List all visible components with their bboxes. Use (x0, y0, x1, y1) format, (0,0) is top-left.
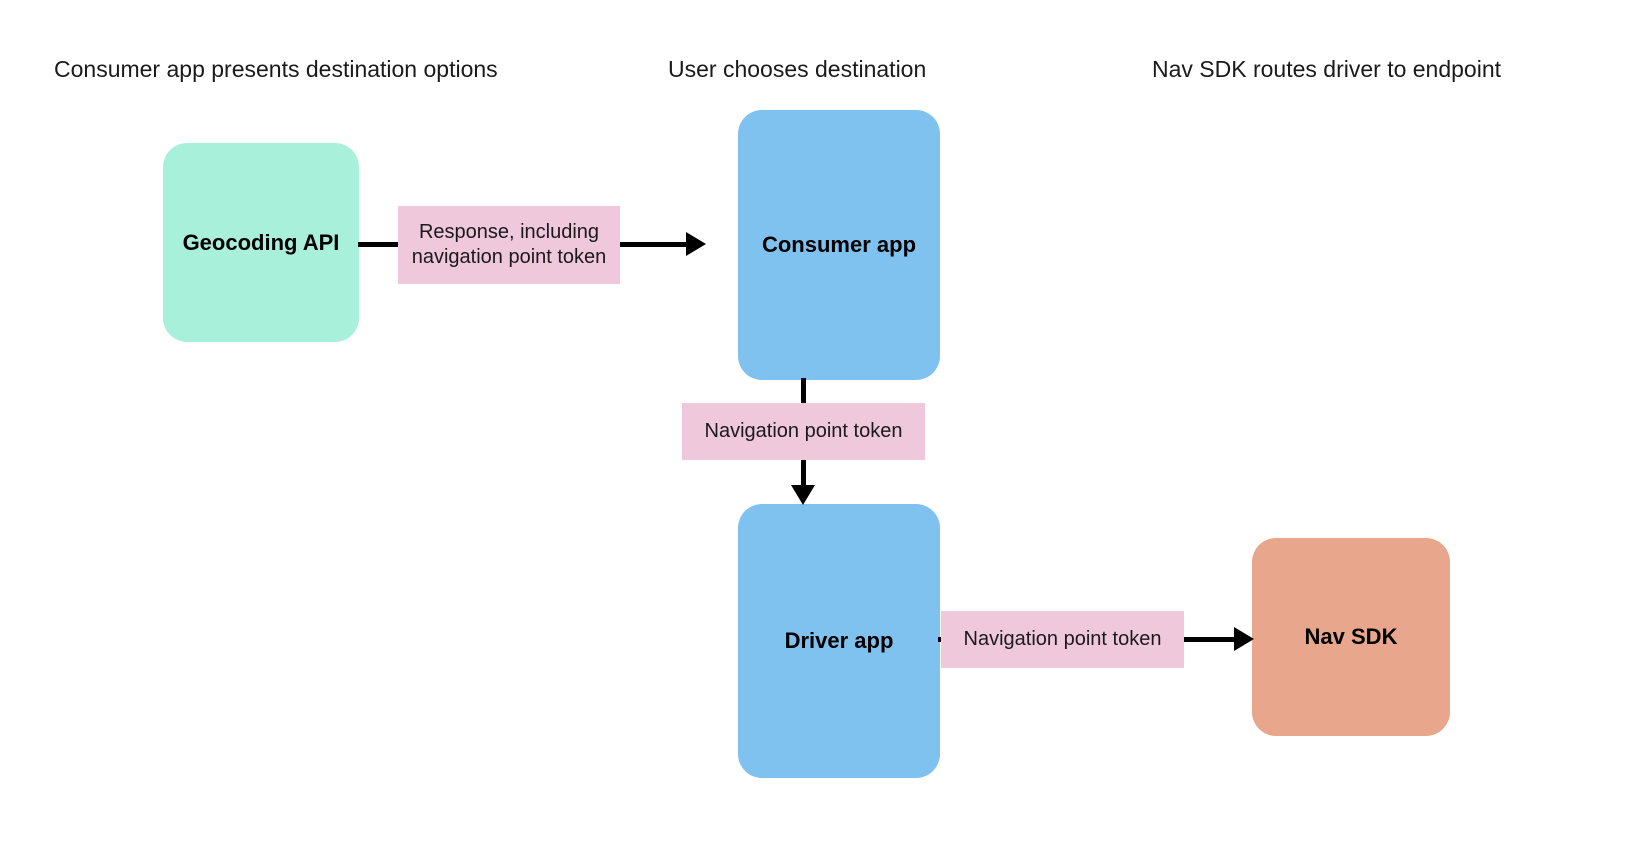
edge-label-navigation-point-token-driver-to-navsdk: Navigation point token (941, 611, 1184, 668)
arrowhead-down-icon-driver-app (791, 485, 815, 505)
arrowhead-right-icon-consumer-app (686, 232, 706, 256)
connector-geocoding-to-label (358, 242, 402, 247)
node-nav-sdk[interactable]: Nav SDK (1252, 538, 1450, 736)
connector-label-to-driver-app (801, 456, 806, 494)
edge-label-navigation-point-token-consumer-to-driver: Navigation point token (682, 403, 925, 460)
node-consumer-app[interactable]: Consumer app (738, 110, 940, 380)
edge-label-response-including-navigation-point-token: Response, including navigation point tok… (398, 206, 620, 284)
arrowhead-right-icon-nav-sdk (1234, 627, 1254, 651)
column-heading-nav-sdk-routes-driver-to-endpoint: Nav SDK routes driver to endpoint (1152, 56, 1502, 82)
connector-label-to-consumer-app (616, 242, 690, 247)
column-heading-user-chooses-destination: User chooses destination (668, 56, 927, 82)
column-heading-consumer-app-presents-destination-options: Consumer app presents destination option… (54, 56, 498, 82)
connector-label-to-nav-sdk (1180, 637, 1240, 642)
connector-consumer-app-to-label (801, 378, 806, 408)
node-driver-app[interactable]: Driver app (738, 504, 940, 778)
node-geocoding-api[interactable]: Geocoding API (163, 143, 359, 342)
